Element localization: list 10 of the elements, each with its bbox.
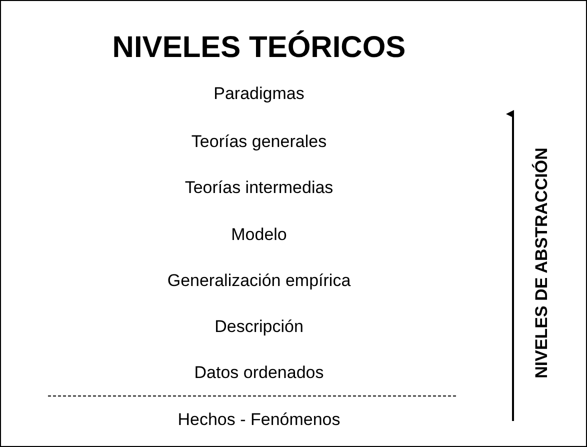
level-label: Paradigmas (214, 84, 304, 104)
level-label: Datos ordenados (194, 363, 324, 383)
level-label: Modelo (231, 225, 287, 245)
level-label: Hechos - Fenómenos (178, 410, 340, 430)
title: NIVELES TEÓRICOS (112, 31, 406, 65)
level-label: Descripción (214, 317, 304, 337)
level-label: Teorías generales (191, 132, 327, 152)
axis-label: NIVELES DE ABSTRACCIÓN (532, 148, 552, 378)
level-label: Teorías intermedias (184, 178, 334, 198)
level-label: Generalización empírica (167, 271, 351, 291)
